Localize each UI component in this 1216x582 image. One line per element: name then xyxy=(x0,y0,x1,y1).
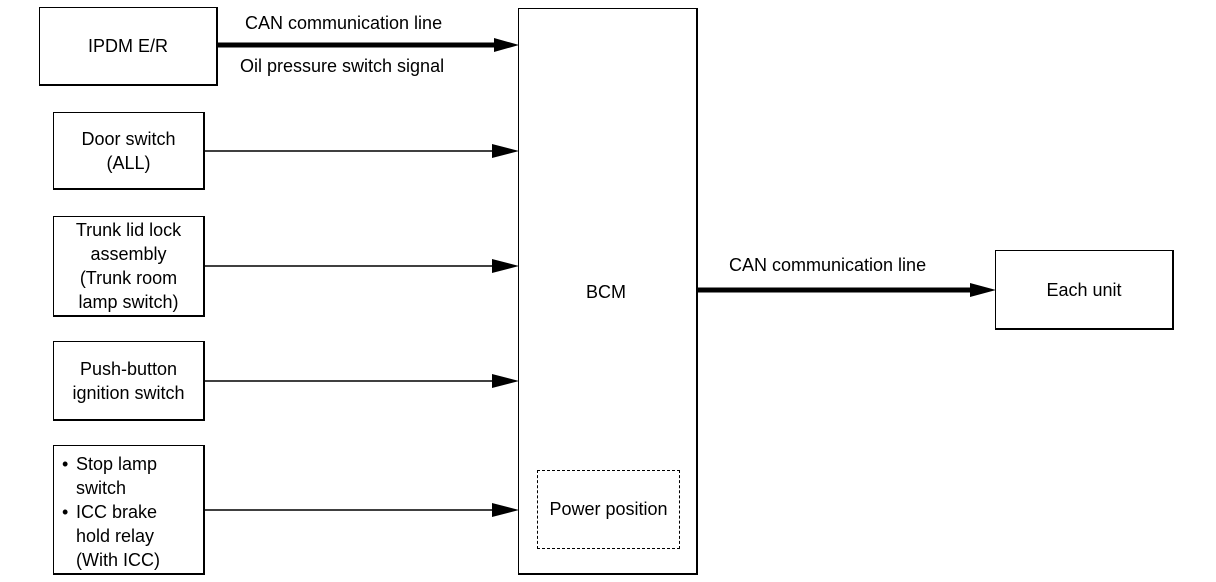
power-position-box: Power position xyxy=(537,470,680,549)
arrow-stop-lamp-to-bcm xyxy=(205,503,519,517)
trunk-lid-line-2: assembly xyxy=(90,244,167,264)
icc-brake-line-1: ICC brake xyxy=(76,502,158,522)
bcm-node xyxy=(518,8,698,575)
stop-lamp-line-2: switch xyxy=(76,478,127,498)
each-unit-label: Each unit xyxy=(1046,279,1122,300)
bcm-can-line-label: CAN communication line xyxy=(729,255,927,275)
each-unit-node: Each unit xyxy=(995,250,1174,330)
bullet-icon: • xyxy=(62,454,69,474)
ipdm-er-label: IPDM E/R xyxy=(87,36,168,56)
stop-lamp-icc-node: • Stop lamp switch • ICC brake hold rela… xyxy=(53,445,205,575)
trunk-lid-line-1: Trunk lid lock xyxy=(75,220,182,240)
ipdm-er-node: IPDM E/R xyxy=(39,7,218,86)
power-position-label: Power position xyxy=(549,499,668,519)
push-button-line-2: ignition switch xyxy=(72,382,185,403)
arrow-ipdm-to-bcm xyxy=(218,38,519,52)
push-button-line-1: Push-button xyxy=(79,358,178,379)
oil-pressure-signal-label: Oil pressure switch signal xyxy=(240,56,445,76)
arrow-bcm-to-each-unit xyxy=(697,283,996,297)
arrow-push-button-to-bcm xyxy=(205,374,519,388)
trunk-lid-line-3: (Trunk room xyxy=(79,268,178,288)
stop-lamp-item: • Stop lamp switch xyxy=(62,452,160,500)
trunk-lid-line-4: lamp switch) xyxy=(78,292,179,312)
ipdm-can-line-label: CAN communication line xyxy=(245,13,443,33)
trunk-lid-lock-node: Trunk lid lock assembly (Trunk room lamp… xyxy=(53,216,205,317)
icc-brake-line-3: (With ICC) xyxy=(76,550,160,570)
door-switch-line-1: Door switch xyxy=(81,128,176,149)
arrow-trunk-lid-to-bcm xyxy=(205,259,519,273)
door-switch-line-2: (ALL) xyxy=(106,152,151,173)
stop-lamp-line-1: Stop lamp xyxy=(76,454,158,474)
bcm-label: BCM xyxy=(586,282,626,302)
icc-brake-line-2: hold relay xyxy=(76,526,155,546)
push-button-ignition-node: Push-button ignition switch xyxy=(53,341,205,421)
icc-brake-item: • ICC brake hold relay (With ICC) xyxy=(62,500,160,572)
door-switch-node: Door switch (ALL) xyxy=(53,112,205,190)
bullet-icon: • xyxy=(62,502,69,522)
arrow-door-switch-to-bcm xyxy=(205,144,519,158)
